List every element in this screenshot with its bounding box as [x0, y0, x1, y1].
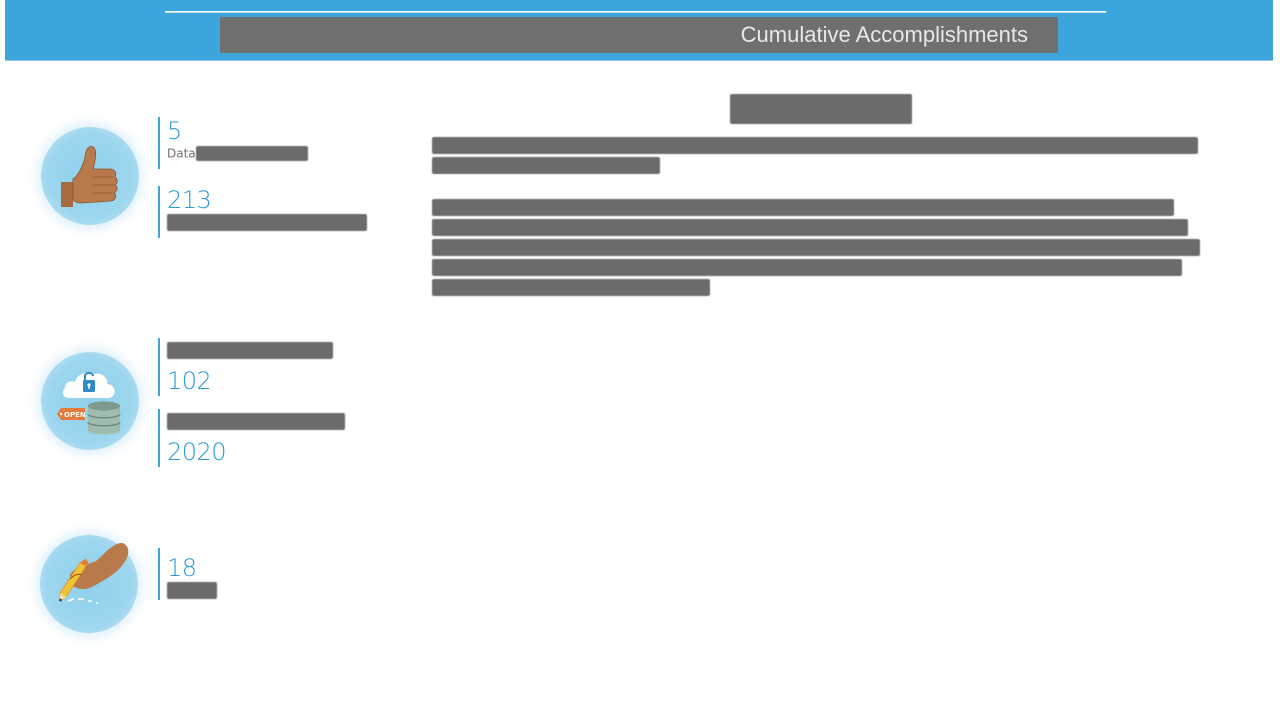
redacted-text-line: [redacted]	[432, 259, 1182, 276]
stat-label: [redacted]	[167, 342, 333, 359]
header-banner: Cumulative Accomplishments	[5, 0, 1273, 61]
redacted-text-line: [redacted]	[432, 279, 710, 296]
redacted-label: [redacted]	[167, 342, 333, 359]
stat-value: 213	[167, 186, 212, 214]
stat-third: [redacted] 102	[158, 338, 333, 396]
page-title: Cumulative Accomplishments	[220, 17, 1058, 53]
redacted-text-line: [redacted]	[432, 199, 1174, 216]
summary-title: [redacted]	[730, 94, 912, 124]
stat-value: 18	[167, 554, 197, 582]
redacted-label: [redacted]	[167, 214, 367, 231]
open-data-cloud-lock-database-icon: OPEN	[41, 352, 139, 450]
open-tag-text: OPEN	[64, 411, 86, 419]
stat-second: 213 [redacted]	[158, 186, 367, 238]
stat-label: [redacted]	[167, 214, 367, 231]
hand-writing-pencil-icon	[40, 535, 138, 633]
stat-value: 2020	[167, 438, 227, 466]
redacted-text-line: [redacted]	[432, 239, 1200, 256]
redacted-text-line: [redacted]	[432, 157, 660, 174]
header-divider	[165, 11, 1106, 13]
stat-label-prefix: Data	[167, 146, 196, 161]
stat-label: [redacted]	[167, 582, 217, 599]
stat-value: 5	[167, 117, 182, 145]
stat-label: Data[redacted]	[167, 145, 308, 162]
redacted-label: [redacted]	[167, 413, 345, 430]
stat-fifth: 18 [redacted]	[158, 548, 217, 600]
stat-value: 102	[167, 367, 212, 395]
stat-datasets: 5 Data[redacted]	[158, 117, 308, 169]
thumbs-up-icon	[41, 127, 139, 225]
redacted-text-line: [redacted]	[432, 219, 1188, 236]
summary-paragraph-1: [redacted] [redacted]	[432, 137, 1198, 177]
summary-paragraph-2: [redacted] [redacted] [redacted] [redact…	[432, 199, 1200, 299]
page-title-text: Cumulative Accomplishments	[740, 22, 1028, 47]
redacted-heading: [redacted]	[730, 94, 912, 124]
stat-label: [redacted]	[167, 413, 345, 430]
stat-fourth: [redacted] 2020	[158, 409, 345, 467]
redacted-label: [redacted]	[167, 582, 217, 599]
redacted-label: [redacted]	[195, 146, 308, 161]
redacted-text-line: [redacted]	[432, 137, 1198, 154]
